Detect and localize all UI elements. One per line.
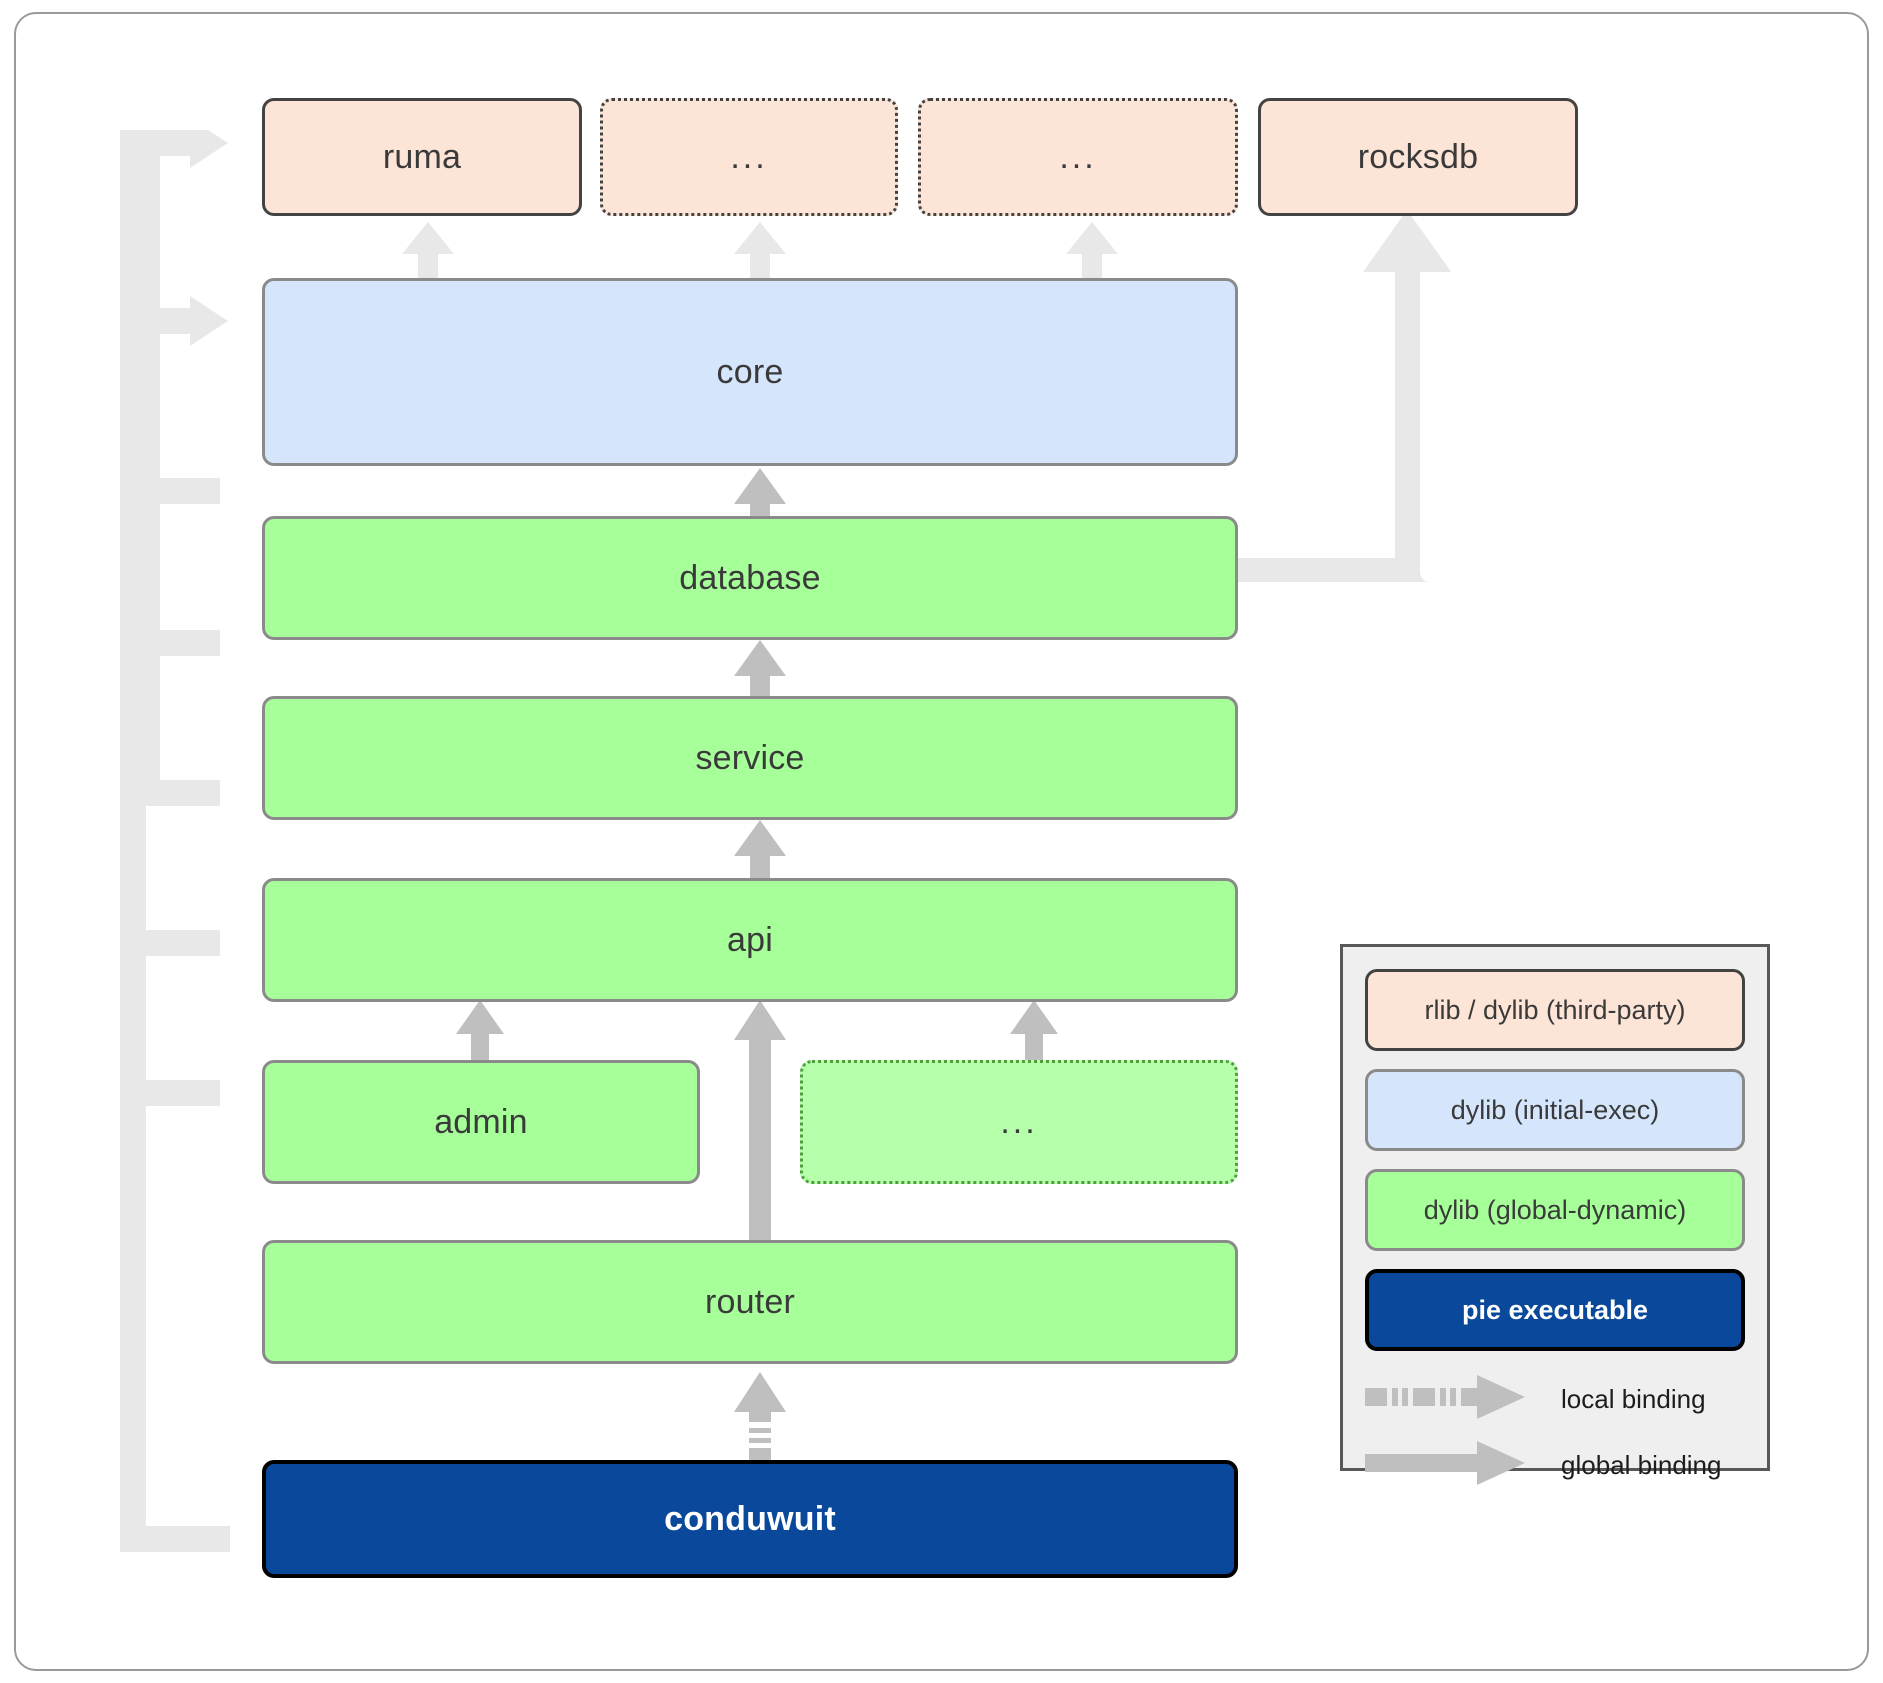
node-router-label: router bbox=[704, 1282, 796, 1321]
node-rocksdb-label: rocksdb bbox=[1357, 137, 1479, 176]
node-mid-dots-label: ... bbox=[1000, 1102, 1038, 1141]
legend-label-initial-exec: dylib (initial-exec) bbox=[1450, 1094, 1660, 1125]
edge-api-to-service bbox=[730, 820, 790, 892]
legend-item-global-dynamic: dylib (global-dynamic) bbox=[1365, 1169, 1745, 1251]
node-top-dots-2[interactable]: ... bbox=[918, 98, 1238, 216]
legend-row-local-binding: local binding bbox=[1365, 1369, 1745, 1429]
legend-label-pie-executable: pie executable bbox=[1461, 1294, 1649, 1325]
node-api[interactable]: api bbox=[262, 878, 1238, 1002]
edge-service-to-database bbox=[730, 640, 790, 712]
node-conduwuit-label: conduwuit bbox=[664, 1499, 836, 1538]
node-top-dots-1[interactable]: ... bbox=[600, 98, 898, 216]
node-top-dots-1-label: ... bbox=[730, 137, 768, 176]
legend-panel: rlib / dylib (third-party) dylib (initia… bbox=[1340, 944, 1770, 1485]
global-binding-arrow-icon bbox=[1365, 1440, 1535, 1490]
node-core-label: core bbox=[716, 352, 784, 391]
node-core[interactable]: core bbox=[262, 278, 1238, 466]
node-conduwuit[interactable]: conduwuit bbox=[262, 1460, 1238, 1578]
edge-core-to-top-dots-1 bbox=[730, 222, 790, 282]
left-bus-connector bbox=[120, 130, 260, 1560]
edge-admin-to-api bbox=[452, 1000, 508, 1066]
node-admin[interactable]: admin bbox=[262, 1060, 700, 1184]
node-database[interactable]: database bbox=[262, 516, 1238, 640]
node-ruma-label: ruma bbox=[382, 137, 462, 176]
edge-mid-dots-to-api bbox=[1006, 1000, 1062, 1066]
node-service-label: service bbox=[695, 738, 805, 777]
legend-item-initial-exec: dylib (initial-exec) bbox=[1365, 1069, 1745, 1151]
edge-core-to-top-dots-2 bbox=[1062, 222, 1122, 282]
node-database-label: database bbox=[679, 558, 821, 597]
legend-item-third-party: rlib / dylib (third-party) bbox=[1365, 969, 1745, 1051]
node-rocksdb[interactable]: rocksdb bbox=[1258, 98, 1578, 216]
legend-row-global-binding: global binding bbox=[1365, 1435, 1745, 1495]
local-binding-arrow-icon bbox=[1365, 1374, 1535, 1424]
node-mid-dots[interactable]: ... bbox=[800, 1060, 1238, 1184]
edge-router-to-api bbox=[730, 1000, 790, 1242]
edge-core-to-ruma bbox=[398, 222, 458, 282]
legend-item-pie-executable: pie executable bbox=[1365, 1269, 1745, 1351]
legend-label-global-binding: global binding bbox=[1561, 1449, 1722, 1480]
edge-database-to-core bbox=[730, 468, 790, 540]
node-top-dots-2-label: ... bbox=[1059, 137, 1097, 176]
node-router[interactable]: router bbox=[262, 1240, 1238, 1364]
legend-label-global-dynamic: dylib (global-dynamic) bbox=[1423, 1194, 1687, 1225]
node-api-label: api bbox=[727, 920, 773, 959]
legend-label-local-binding: local binding bbox=[1561, 1383, 1706, 1414]
edge-database-to-rocksdb bbox=[1235, 210, 1455, 590]
legend-label-third-party: rlib / dylib (third-party) bbox=[1424, 994, 1686, 1025]
node-admin-label: admin bbox=[434, 1102, 528, 1141]
node-ruma[interactable]: ruma bbox=[262, 98, 582, 216]
node-service[interactable]: service bbox=[262, 696, 1238, 820]
